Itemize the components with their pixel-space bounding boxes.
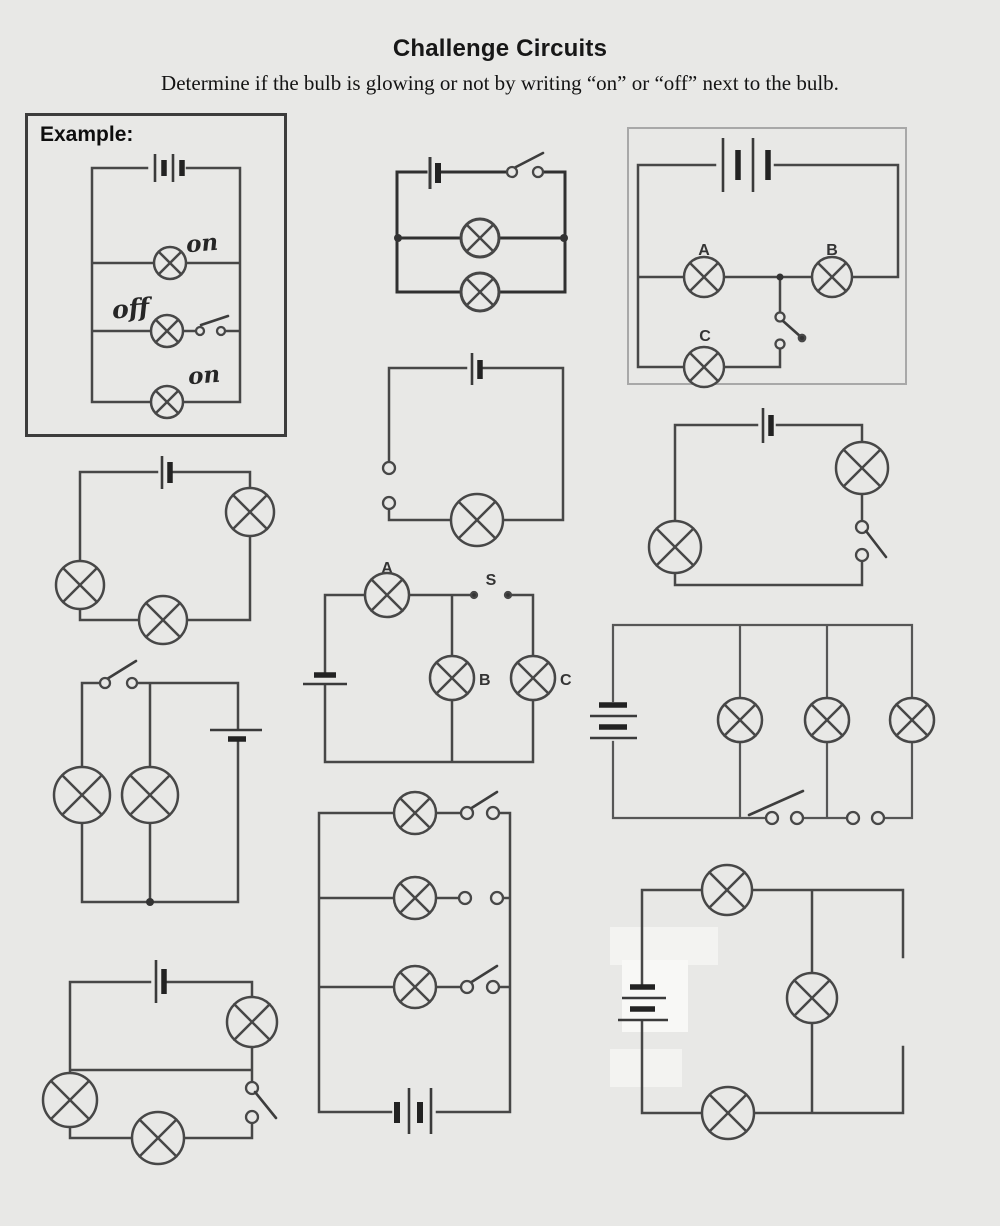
junction-dot — [560, 234, 568, 242]
bulb-icon — [149, 313, 185, 349]
answer-on-bottom: on — [186, 360, 222, 391]
bulb-icon — [428, 654, 476, 702]
battery-icon — [160, 456, 173, 489]
circuit-boxed-abc: A B C — [627, 127, 907, 389]
junction-dot — [776, 273, 784, 281]
bulb-c-label: C — [699, 328, 711, 345]
circuit-loop-open-gap — [381, 353, 565, 548]
wires — [395, 170, 567, 294]
bulb-icon — [224, 486, 276, 538]
gray-frame — [627, 127, 907, 385]
scan-artifact — [610, 927, 718, 965]
battery-icon — [721, 138, 771, 192]
circuit-short-branch — [41, 960, 279, 1166]
switch-open-icon — [845, 810, 886, 826]
wires — [636, 163, 900, 369]
example-box: Example: — [25, 113, 287, 437]
switch-open-icon — [469, 590, 513, 600]
bulb-icon — [682, 345, 726, 389]
circuit-broken-branch — [610, 863, 905, 1141]
circuit-abc-switch: A S B C — [303, 560, 572, 764]
circuit-parallel-switch-top — [52, 659, 262, 906]
battery-icon — [428, 157, 441, 189]
switch-open-icon — [459, 790, 501, 821]
switch-open-icon — [747, 789, 805, 826]
circuit-example — [90, 154, 242, 420]
page-title: Challenge Circuits — [392, 35, 608, 62]
bulb-b-label: B — [479, 672, 491, 689]
bulb-icon — [834, 440, 890, 496]
bulb-icon — [152, 245, 188, 281]
bulb-icon — [888, 696, 936, 744]
switch-open-icon — [98, 659, 139, 690]
battery-icon — [590, 702, 637, 740]
battery-icon — [210, 728, 262, 742]
bulb-icon — [810, 255, 854, 299]
bulb-icon — [149, 384, 185, 420]
bulb-icon — [120, 765, 180, 825]
bulb-icon — [682, 255, 726, 299]
battery-icon — [761, 408, 774, 443]
circuit-parallel-two-bulbs-switch — [394, 151, 568, 313]
switch-open-icon — [194, 314, 230, 337]
battery-icon — [618, 984, 668, 1022]
answer-on-top: on — [184, 228, 220, 259]
bulb-icon — [700, 1085, 756, 1141]
bulb-icon — [647, 519, 703, 575]
switch-open-icon — [854, 519, 888, 563]
bulb-icon — [459, 271, 501, 313]
wires — [317, 811, 512, 1114]
bulb-icon — [509, 654, 557, 702]
bulb-icon — [392, 875, 438, 921]
bulb-icon — [137, 594, 189, 646]
circuit-series-two-bulbs-switch — [647, 408, 890, 587]
switch-open-icon — [774, 311, 807, 350]
switch-s-label: S — [486, 572, 497, 589]
bulb-icon — [449, 492, 505, 548]
bulb-a-label: A — [698, 242, 710, 259]
bulb-icon — [459, 217, 501, 259]
bulb-icon — [54, 559, 106, 611]
bulb-c-label: C — [560, 672, 572, 689]
switch-open-icon — [381, 460, 397, 511]
battery-icon — [303, 672, 347, 686]
junction-dot — [146, 898, 154, 906]
scan-artifact — [610, 1049, 682, 1087]
bulb-icon — [700, 863, 754, 917]
bulb-icon — [52, 765, 112, 825]
switch-open-icon — [505, 151, 545, 179]
page-instructions: Determine if the bulb is glowing or not … — [161, 71, 839, 95]
circuit-three-parallel-two-switches — [590, 623, 936, 826]
bulb-icon — [803, 696, 851, 744]
battery-icon — [153, 154, 185, 182]
bulb-icon — [363, 571, 411, 619]
bulb-icon — [392, 790, 438, 836]
bulb-icon — [392, 964, 438, 1010]
wires — [673, 423, 864, 587]
switch-open-icon — [244, 1080, 278, 1125]
answer-off-middle: off — [110, 292, 151, 325]
circuit-series-three-bulbs — [54, 456, 276, 646]
bulb-icon — [785, 971, 839, 1025]
wires — [78, 470, 252, 622]
switch-open-icon — [459, 964, 501, 995]
bulb-icon — [130, 1110, 186, 1166]
battery-icon — [470, 353, 483, 385]
battery-icon — [154, 960, 167, 1003]
example-label: Example: — [40, 123, 134, 146]
bulb-icon — [716, 696, 764, 744]
bulb-b-label: B — [826, 242, 838, 259]
switch-open-icon — [457, 890, 505, 906]
circuit-ladder-three-switches — [317, 790, 512, 1134]
bulb-icon — [41, 1071, 99, 1129]
junction-dot — [394, 234, 402, 242]
bulb-icon — [225, 995, 279, 1049]
battery-icon — [394, 1088, 433, 1134]
